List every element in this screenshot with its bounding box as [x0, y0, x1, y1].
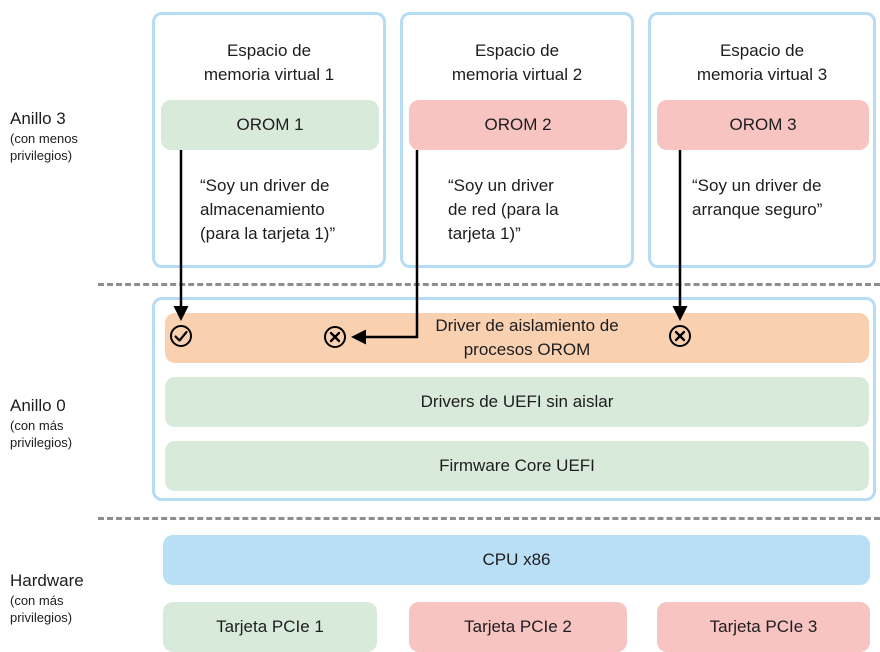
orom-isolation-driver: Driver de aislamiento de procesos OROM [165, 313, 869, 363]
space-title: Espacio de memoria virtual 1 [203, 41, 335, 84]
hardware-title: Hardware [10, 571, 84, 590]
ring0-hardware-divider [98, 517, 880, 520]
cpu-label: CPU x86 [482, 550, 551, 569]
space-title: Espacio de memoria virtual 2 [451, 41, 583, 84]
uefi-drivers-layer: Drivers de UEFI sin aislar [165, 377, 869, 427]
orom-2-box: OROM 2 [409, 100, 627, 150]
orom-label: OROM 3 [729, 115, 797, 134]
virtual-memory-space-2: Espacio de memoria virtual 2 OROM 2 “Soy… [400, 12, 634, 268]
ring3-ring0-divider [98, 283, 880, 286]
orom-2-quote: “Soy un driver de red (para la tarjeta 1… [448, 176, 559, 243]
isolation-driver-label: Driver de aislamiento de procesos OROM [435, 316, 619, 359]
ring3-title: Anillo 3 [10, 109, 66, 128]
pcie-card-label: Tarjeta PCIe 2 [464, 617, 572, 636]
uefi-drivers-label: Drivers de UEFI sin aislar [420, 392, 614, 411]
orom-3-quote: “Soy un driver de arranque seguro” [692, 176, 823, 219]
firmware-core-layer: Firmware Core UEFI [165, 441, 869, 491]
ring3-label: Anillo 3 (con menos privilegios) [10, 108, 100, 164]
ring0-subtitle: (con más privilegios) [10, 418, 73, 450]
orom-label: OROM 2 [484, 115, 552, 134]
pcie-card-label: Tarjeta PCIe 3 [709, 617, 818, 636]
ring3-subtitle: (con menos privilegios) [10, 131, 78, 163]
pcie-card-3: Tarjeta PCIe 3 [657, 602, 870, 652]
cpu-x86-box: CPU x86 [163, 535, 870, 585]
orom-1-quote: “Soy un driver de almacenamiento (para l… [200, 176, 336, 243]
orom-3-box: OROM 3 [657, 100, 869, 150]
firmware-core-label: Firmware Core UEFI [439, 456, 595, 475]
pcie-card-1: Tarjeta PCIe 1 [163, 602, 377, 652]
virtual-memory-space-3: Espacio de memoria virtual 3 OROM 3 “Soy… [648, 12, 876, 268]
ring0-label: Anillo 0 (con más privilegios) [10, 395, 100, 451]
pcie-card-label: Tarjeta PCIe 1 [216, 617, 324, 636]
pcie-card-2: Tarjeta PCIe 2 [409, 602, 627, 652]
hardware-label: Hardware (con más privilegios) [10, 570, 100, 626]
ring0-container: Driver de aislamiento de procesos OROM D… [152, 297, 876, 501]
virtual-memory-space-1: Espacio de memoria virtual 1 OROM 1 “Soy… [152, 12, 386, 268]
space-title: Espacio de memoria virtual 3 [696, 41, 828, 84]
orom-1-box: OROM 1 [161, 100, 379, 150]
ring0-title: Anillo 0 [10, 396, 66, 415]
hardware-subtitle: (con más privilegios) [10, 593, 73, 625]
orom-label: OROM 1 [236, 115, 304, 134]
